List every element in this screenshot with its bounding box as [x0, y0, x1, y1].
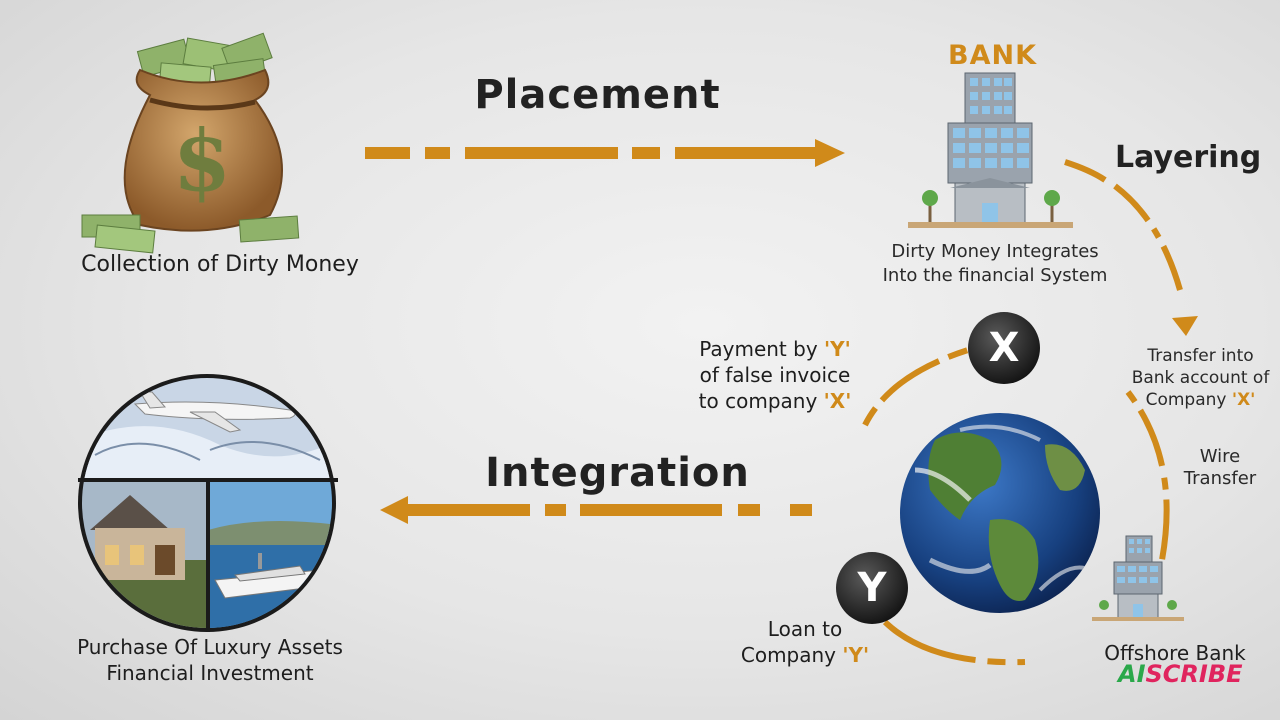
- integration-label: Integration: [485, 450, 750, 496]
- x-badge-label: X: [988, 325, 1020, 371]
- bank-building-icon: [908, 72, 1073, 228]
- wire-line2: Transfer: [1183, 468, 1257, 489]
- offshore-bank-icon: [1092, 535, 1184, 621]
- luxury-caption-line2: Financial Investment: [106, 661, 314, 685]
- x-badge: [968, 312, 1040, 384]
- offshore-bank-label: Offshore Bank: [1104, 641, 1246, 665]
- loan-arc: [882, 619, 1026, 666]
- loan-company-y: 'Y': [842, 643, 870, 667]
- money-bag-icon: $: [81, 32, 300, 254]
- house-icon: [82, 480, 208, 628]
- payment-company-x: 'X': [823, 389, 852, 413]
- loan-line2-text: Company: [740, 643, 843, 667]
- payment-line1: Payment by 'Y': [670, 336, 880, 362]
- placement-label: Placement: [474, 72, 721, 118]
- y-badge: [836, 552, 908, 624]
- payment-line2: of false invoice: [699, 363, 851, 387]
- layering-arrow: [1064, 159, 1198, 336]
- bank-caption: Dirty Money Integrates Into the financia…: [860, 240, 1130, 288]
- airplane-icon: [133, 391, 296, 433]
- loan-line1: Loan to: [767, 617, 843, 641]
- payment-label: Payment by 'Y' of false invoice to compa…: [670, 336, 880, 414]
- integration-arrow: [380, 496, 812, 524]
- watermark-ai: AI: [1118, 660, 1146, 688]
- globe-icon: [900, 413, 1100, 613]
- transfer-company-x: 'X': [1231, 390, 1256, 410]
- loan-line2: Company 'Y': [725, 642, 885, 668]
- svg-text:$: $: [173, 111, 231, 210]
- yacht-icon: [214, 553, 331, 599]
- transfer-line2: Bank account of: [1131, 368, 1270, 388]
- payment-line3: to company 'X': [670, 388, 880, 414]
- bank-title: BANK: [948, 40, 1037, 71]
- payment-arc: [862, 347, 969, 427]
- payment-line1-text: Payment by: [699, 337, 825, 361]
- wire-line1: Wire: [1199, 446, 1241, 467]
- transfer-label: Transfer into Bank account of Company 'X…: [1118, 345, 1280, 411]
- loan-label: Loan to Company 'Y': [725, 616, 885, 668]
- placement-arrow: [365, 139, 845, 167]
- luxury-caption-line1: Purchase Of Luxury Assets: [77, 635, 343, 659]
- transfer-line3-text: Company: [1145, 390, 1232, 410]
- wire-transfer-arc: [1125, 390, 1170, 561]
- luxury-assets-image: [78, 374, 338, 632]
- bank-caption-line2: Into the financial System: [882, 265, 1108, 286]
- luxury-caption: Purchase Of Luxury Assets Financial Inve…: [30, 634, 390, 686]
- payment-line3-text: to company: [698, 389, 824, 413]
- layering-label: Layering: [1115, 140, 1262, 175]
- payment-company-y: 'Y': [824, 337, 851, 361]
- transfer-line1: Transfer into: [1147, 346, 1254, 366]
- transfer-line3: Company 'X': [1118, 389, 1280, 411]
- y-badge-label: Y: [857, 565, 887, 611]
- bank-caption-line1: Dirty Money Integrates: [891, 241, 1099, 262]
- collection-label: Collection of Dirty Money: [81, 252, 359, 277]
- watermark-rest: SCRIBE: [1145, 660, 1243, 688]
- watermark-logo: AISCRIBE: [1118, 660, 1243, 688]
- wire-transfer-label: Wire Transfer: [1165, 446, 1275, 490]
